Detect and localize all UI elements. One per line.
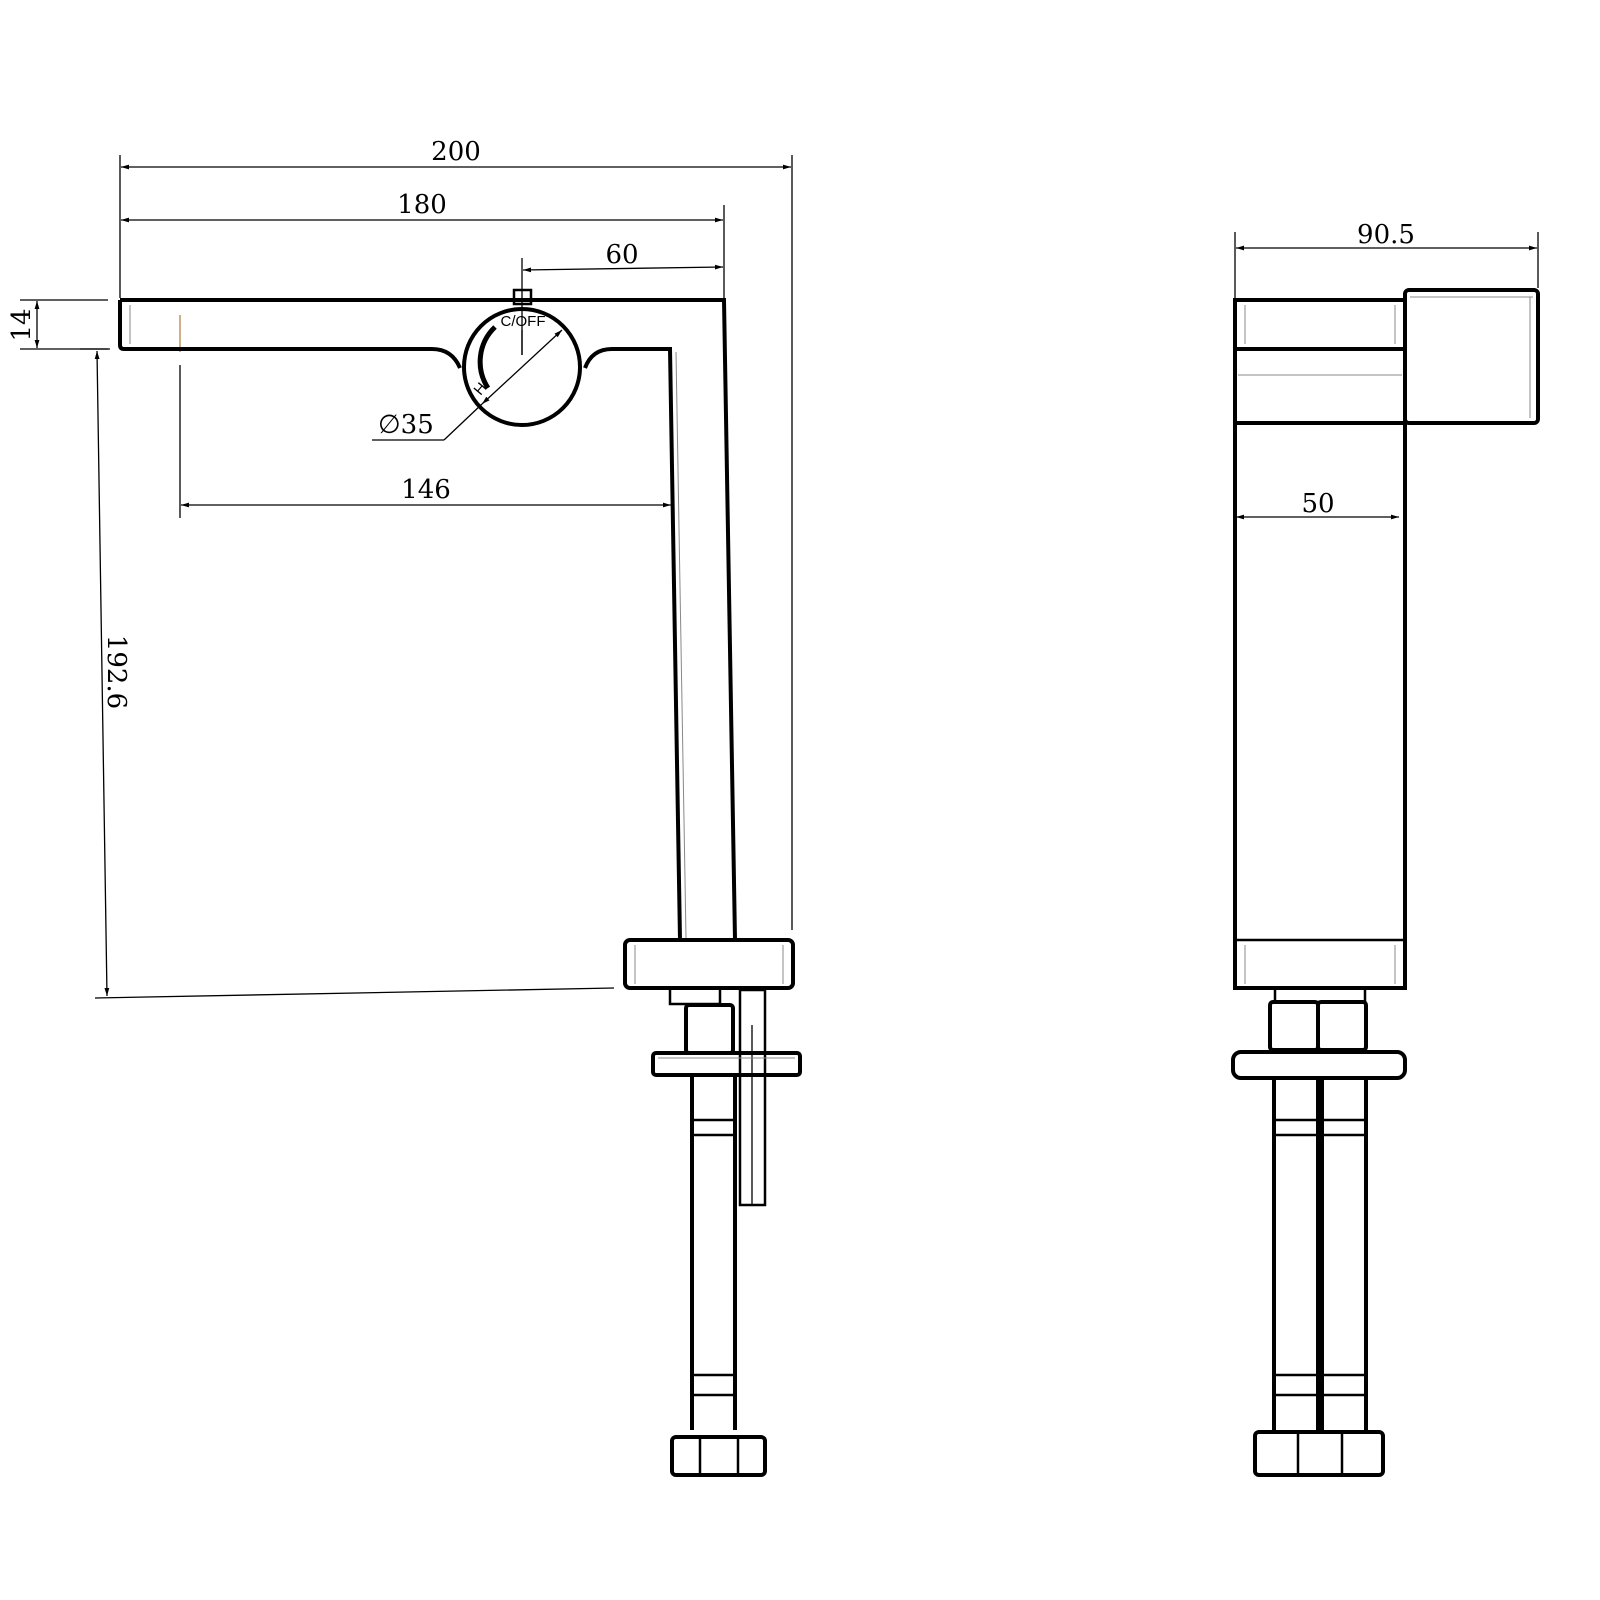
dim-body-width: 50: [1236, 489, 1399, 520]
handle: C/OFF H ∅35: [372, 288, 582, 441]
dim-handle-offset: 60: [521, 240, 724, 355]
dim-label-60: 60: [605, 240, 638, 270]
front-view: 90.5 50: [1231, 220, 1540, 1477]
dim-label-diameter-35: ∅35: [378, 410, 434, 440]
dim-label-192-6: 192.6: [101, 635, 131, 709]
dim-label-14: 14: [7, 308, 37, 341]
base-and-fittings-side: [623, 938, 802, 1477]
dim-label-200: 200: [431, 137, 481, 167]
base-and-fittings-front: [1231, 986, 1407, 1477]
dim-reach: 146: [179, 365, 671, 518]
dim-overall-width: 90.5: [1234, 220, 1539, 298]
dim-label-90-5: 90.5: [1357, 220, 1415, 250]
dim-label-50: 50: [1301, 489, 1334, 519]
dim-label-180: 180: [397, 190, 447, 220]
body-front: [1233, 288, 1540, 990]
dim-spout-thickness: 14: [7, 299, 108, 350]
label-cold-off: C/OFF: [501, 313, 546, 330]
dim-overall-length: 200: [119, 137, 793, 930]
dim-spout-length: 180: [121, 190, 725, 298]
side-view: 200 180 60 14 192.6 146: [7, 137, 802, 1477]
spout: [118, 298, 737, 941]
dim-label-146: 146: [401, 475, 451, 505]
temperature-arc-icon: [477, 325, 497, 390]
dim-height: 192.6: [80, 348, 615, 999]
handle-lever-icon: [512, 288, 533, 306]
